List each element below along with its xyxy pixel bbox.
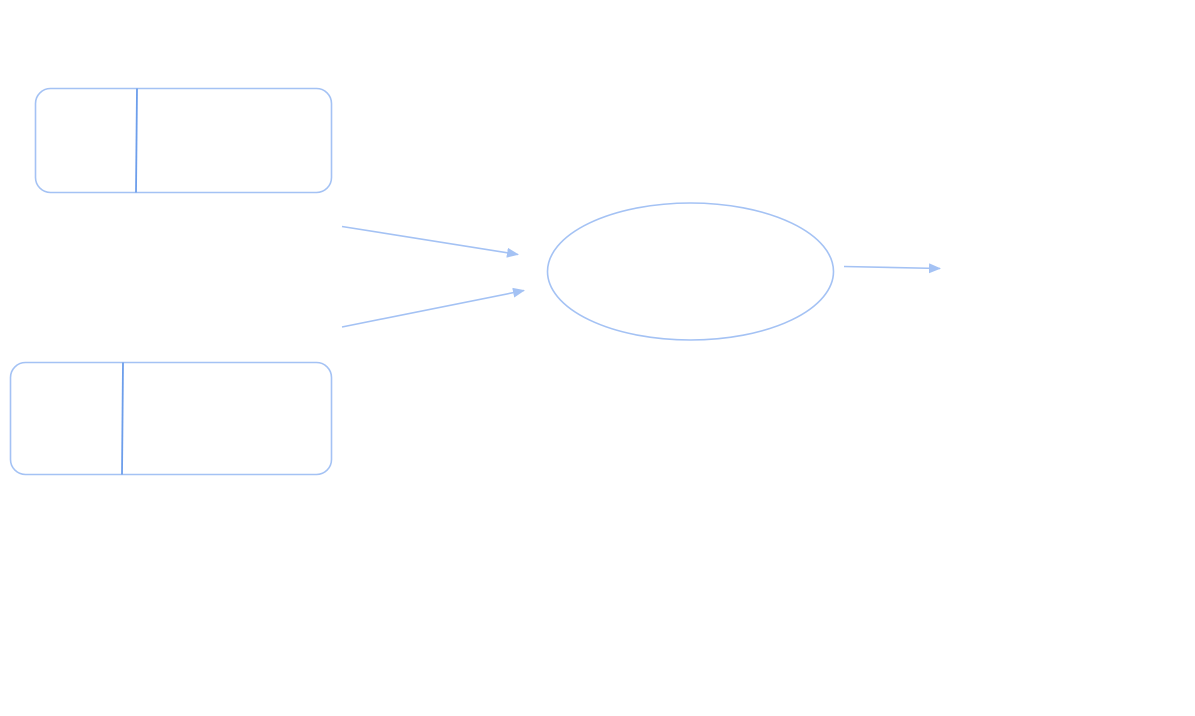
input-box-1[interactable] — [34, 87, 333, 194]
input-box-2[interactable] — [9, 361, 333, 476]
arrow-box1-to-ellipse[interactable] — [341, 225, 519, 258]
process-ellipse-shape — [546, 202, 835, 341]
process-ellipse[interactable] — [546, 202, 835, 341]
input-box-1-frame — [34, 87, 333, 194]
input-box-2-frame — [9, 361, 333, 476]
input-box-1-divider — [135, 88, 138, 193]
input-box-2-divider — [121, 362, 124, 475]
arrow-ellipse-to-output[interactable] — [843, 263, 941, 274]
arrow-box2-to-ellipse[interactable] — [341, 287, 525, 328]
